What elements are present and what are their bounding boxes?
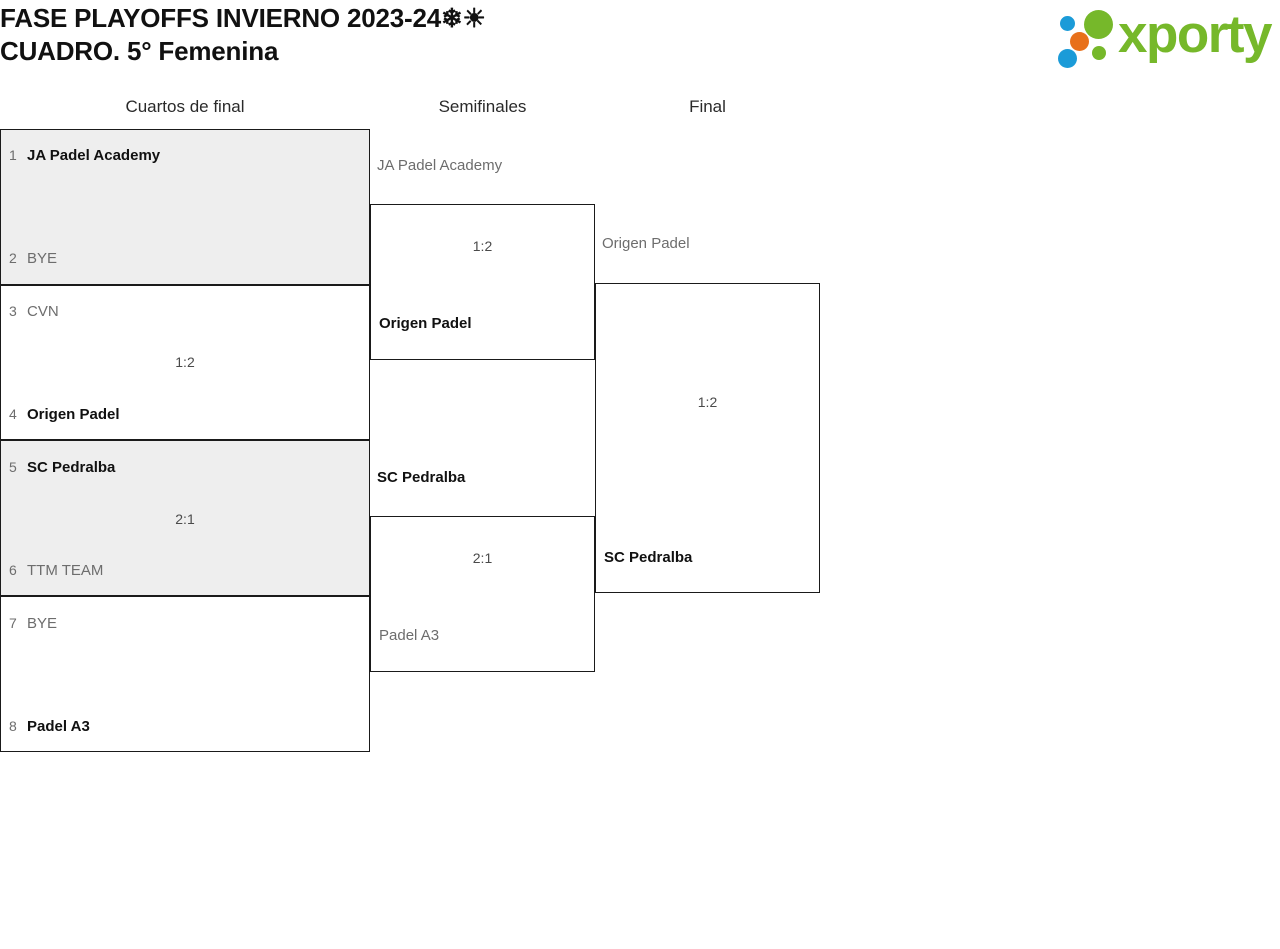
- match-slot-qf-1-bottom[interactable]: 2 BYE: [1, 245, 369, 271]
- match-box-sf-1[interactable]: 1:2 Origen Padel: [370, 204, 595, 360]
- match-slot-sf-2-top[interactable]: SC Pedralba: [377, 469, 466, 486]
- team-name: CVN: [27, 302, 59, 320]
- logo-dot-orange-icon: [1070, 32, 1089, 51]
- team-name: Padel A3: [379, 626, 440, 644]
- match-score-sf-1: 1:2: [472, 238, 493, 254]
- team-name: JA Padel Academy: [27, 146, 161, 164]
- round-header-cuartos: Cuartos de final: [125, 97, 245, 116]
- tournament-title-block: FASE PLAYOFFS INVIERNO 2023-24❄☀ CUADRO.…: [0, 2, 900, 68]
- seed-number: 6: [9, 562, 17, 578]
- seed-number: 1: [9, 147, 17, 163]
- match-box-sf-2[interactable]: 2:1 Padel A3: [370, 516, 595, 672]
- logo-dot-green-small-icon: [1092, 46, 1106, 60]
- xporty-logo-dots-icon: [1058, 10, 1128, 68]
- xporty-logo-wordmark: xporty: [1118, 5, 1272, 64]
- team-name: BYE: [27, 249, 58, 267]
- team-name: Origen Padel: [27, 405, 120, 423]
- match-slot-final-bottom[interactable]: SC Pedralba: [596, 544, 819, 570]
- seed-number: 3: [9, 303, 17, 319]
- logo-dot-blue-bottom-icon: [1058, 49, 1077, 68]
- round-header-semifinales: Semifinales: [438, 97, 527, 116]
- match-box-qf-3[interactable]: 5 SC Pedralba 2:1 6 TTM TEAM: [0, 440, 370, 596]
- match-slot-sf-1-bottom[interactable]: Origen Padel: [371, 310, 594, 336]
- page-title-line-1: FASE PLAYOFFS INVIERNO 2023-24❄☀: [0, 3, 486, 33]
- match-score-final: 1:2: [697, 394, 718, 410]
- seed-number: 5: [9, 459, 17, 475]
- page-title-line-2: CUADRO. 5° Femenina: [0, 36, 279, 66]
- match-slot-qf-1-top[interactable]: 1 JA Padel Academy: [1, 142, 369, 168]
- round-header-final: Final: [689, 97, 726, 116]
- seed-number: 8: [9, 718, 17, 734]
- seed-number: 2: [9, 250, 17, 266]
- logo-dot-blue-top-icon: [1060, 16, 1075, 31]
- xporty-logo[interactable]: xporty: [1050, 4, 1274, 68]
- logo-dot-green-large-icon: [1084, 10, 1113, 39]
- match-box-qf-4[interactable]: 7 BYE 8 Padel A3: [0, 596, 370, 752]
- team-name: Padel A3: [27, 717, 90, 735]
- match-slot-qf-4-top[interactable]: 7 BYE: [1, 610, 369, 636]
- match-slot-sf-2-bottom[interactable]: Padel A3: [371, 622, 594, 648]
- team-name: TTM TEAM: [27, 561, 104, 579]
- match-slot-qf-2-top[interactable]: 3 CVN: [1, 298, 369, 324]
- match-score-qf-2: 1:2: [175, 354, 195, 370]
- team-name: Origen Padel: [379, 314, 472, 332]
- match-box-qf-1[interactable]: 1 JA Padel Academy 2 BYE: [0, 129, 370, 285]
- match-slot-qf-3-bottom[interactable]: 6 TTM TEAM: [1, 557, 369, 583]
- match-slot-qf-3-top[interactable]: 5 SC Pedralba: [1, 454, 369, 480]
- match-box-final[interactable]: 1:2 SC Pedralba: [595, 283, 820, 593]
- team-name: SC Pedralba: [604, 548, 693, 566]
- match-slot-final-top[interactable]: Origen Padel: [602, 235, 690, 252]
- match-slot-qf-4-bottom[interactable]: 8 Padel A3: [1, 713, 369, 739]
- match-score-sf-2: 2:1: [472, 550, 493, 566]
- match-box-qf-2[interactable]: 3 CVN 1:2 4 Origen Padel: [0, 285, 370, 440]
- page-header: FASE PLAYOFFS INVIERNO 2023-24❄☀ CUADRO.…: [0, 0, 1280, 72]
- team-name: SC Pedralba: [27, 458, 116, 476]
- match-slot-qf-2-bottom[interactable]: 4 Origen Padel: [1, 401, 369, 427]
- match-slot-sf-1-top[interactable]: JA Padel Academy: [377, 157, 503, 174]
- team-name: BYE: [27, 614, 58, 632]
- seed-number: 4: [9, 406, 17, 422]
- match-score-qf-3: 2:1: [175, 511, 195, 527]
- seed-number: 7: [9, 615, 17, 631]
